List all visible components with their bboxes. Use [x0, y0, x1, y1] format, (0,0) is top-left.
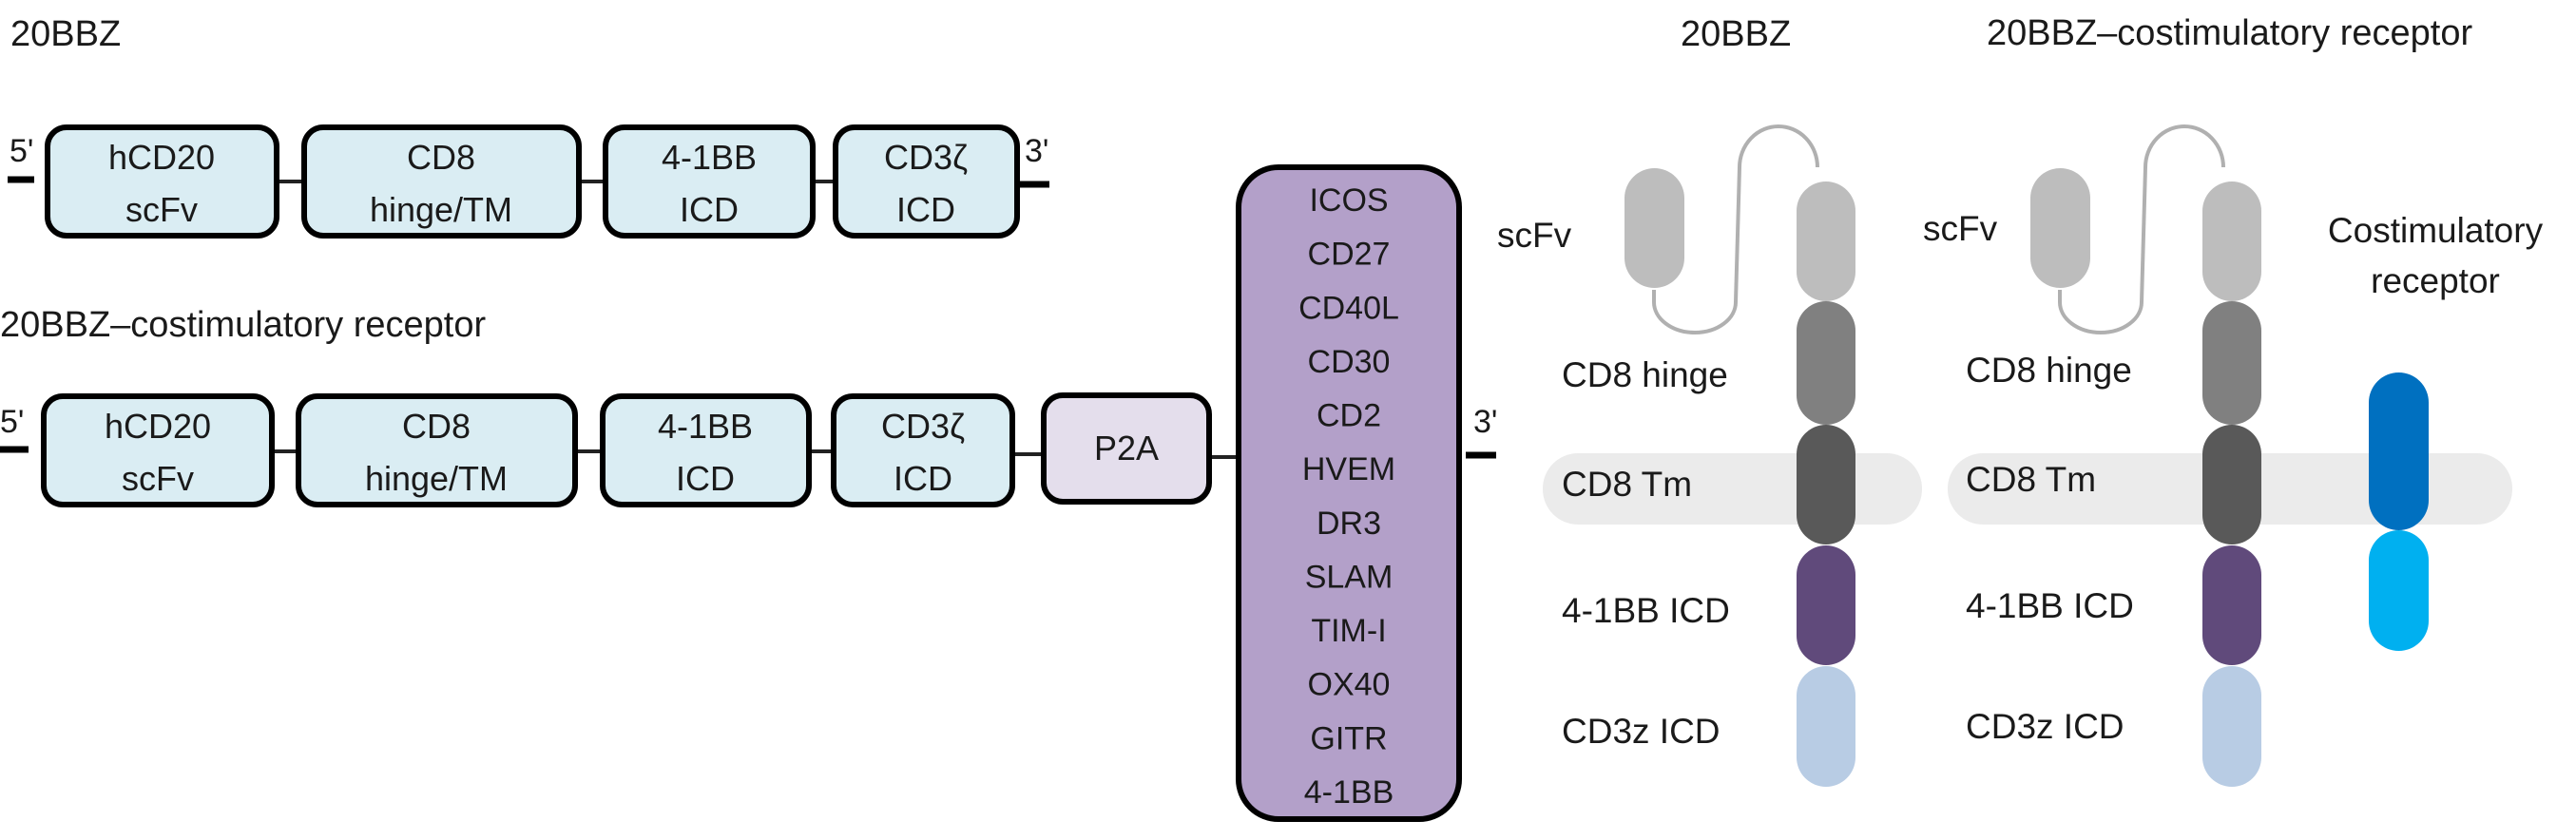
gene-box-p2a: P2A	[1041, 392, 1212, 505]
five-prime-label: 5'	[0, 404, 24, 440]
costim-option-item: CD40L	[1298, 290, 1399, 326]
scfv-vh-domain	[2202, 181, 2261, 301]
construct-20bbz-costim: 20BBZ–costimulatory receptor 5' hCD20 sc…	[0, 164, 1497, 822]
box-label: 4-1BB	[658, 407, 753, 446]
box-label: hinge/TM	[370, 190, 512, 229]
cd8-tm-domain	[2202, 425, 2261, 544]
gene-box-hcd20-scfv: hCD20 scFv	[41, 393, 275, 507]
scfv-vl-domain	[2030, 168, 2090, 288]
costim-option-item: CD30	[1308, 344, 1391, 380]
cd8-hinge-label: CD8 hinge	[1562, 355, 1728, 394]
41bb-icd-domain	[1797, 545, 1855, 665]
box-label: ICD	[894, 459, 952, 498]
cd3z-icd-domain	[2202, 666, 2261, 787]
construct-20bbz: 20BBZ 5' hCD20 scFv CD8 hinge/TM 4-1BB I…	[8, 14, 1049, 239]
scfv-label: scFv	[1923, 209, 1998, 248]
box-label: hCD20	[105, 407, 211, 446]
cd8-tm-label: CD8 Tm	[1966, 460, 2096, 499]
box-label: hinge/TM	[365, 459, 508, 498]
box-label: ICD	[680, 190, 739, 229]
cd3z-icd-label: CD3z ICD	[1966, 707, 2124, 746]
costim-option-item: OX40	[1308, 667, 1391, 703]
41bb-icd-label: 4-1BB ICD	[1562, 591, 1730, 630]
costim-receptor-label-line1: Costimulatory	[2328, 211, 2544, 250]
box-label: CD3ζ	[884, 138, 968, 177]
box-label: ICD	[676, 459, 735, 498]
gene-box-cd3z-icd: CD3ζ ICD	[833, 124, 1020, 239]
box-label: CD8	[402, 407, 471, 446]
scfv-vh-domain	[1797, 181, 1855, 301]
box-label: CD3ζ	[881, 407, 965, 446]
three-prime-label: 3'	[1025, 133, 1048, 169]
41bb-icd-label: 4-1BB ICD	[1966, 586, 2134, 625]
costim-option-item: HVEM	[1302, 451, 1395, 487]
construct-title: 20BBZ	[10, 14, 121, 54]
box-label: 4-1BB	[662, 138, 757, 177]
41bb-icd-domain	[2202, 545, 2261, 665]
box-label: ICD	[896, 190, 955, 229]
costim-option-item: 4-1BB	[1304, 774, 1394, 811]
cd8-tm-domain	[1797, 425, 1855, 544]
three-prime-label: 3'	[1473, 404, 1497, 440]
box-label: scFv	[125, 190, 198, 229]
scfv-label: scFv	[1497, 216, 1572, 255]
costim-receptor-extracellular-tm	[2369, 372, 2429, 530]
costim-receptor-label-line2: receptor	[2371, 261, 2500, 300]
gene-box-cd8-hinge-tm: CD8 hinge/TM	[301, 124, 582, 239]
cd8-hinge-label: CD8 hinge	[1966, 351, 2132, 390]
box-label: hCD20	[108, 138, 215, 177]
costim-receptor-icd	[2369, 530, 2429, 651]
cd3z-icd-domain	[1797, 666, 1855, 787]
gene-box-cd3z-icd: CD3ζ ICD	[831, 393, 1015, 507]
costim-option-item: SLAM	[1305, 559, 1394, 595]
box-label: CD8	[407, 138, 475, 177]
cd3z-icd-label: CD3z ICD	[1562, 712, 1721, 751]
five-prime-label: 5'	[10, 133, 33, 169]
gene-box-41bb-icd: 4-1BB ICD	[603, 124, 816, 239]
scfv-vl-domain	[1624, 168, 1684, 288]
schematic-title: 20BBZ–costimulatory receptor	[1987, 13, 2472, 53]
schematic-20bbz: 20BBZ scFv CD8 hinge CD8 Tm 4-1BB ICD CD…	[1497, 14, 1922, 787]
costim-option-item: CD2	[1317, 398, 1381, 434]
construct-title: 20BBZ–costimulatory receptor	[0, 305, 486, 345]
schematic-20bbz-costim: 20BBZ–costimulatory receptor scFv CD8 hi…	[1923, 13, 2544, 787]
gene-box-hcd20-scfv: hCD20 scFv	[45, 124, 279, 239]
scfv-linker	[1652, 124, 1819, 334]
box-label: scFv	[122, 459, 194, 498]
cd8-tm-label: CD8 Tm	[1562, 465, 1692, 504]
scfv-linker	[2058, 124, 2225, 334]
costim-option-item: GITR	[1310, 720, 1387, 756]
gene-box-41bb-icd: 4-1BB ICD	[600, 393, 812, 507]
costim-option-item: TIM-I	[1311, 613, 1386, 649]
costim-option-item: CD27	[1308, 237, 1391, 273]
cd8-hinge-domain	[2202, 301, 2261, 425]
box-label: P2A	[1094, 429, 1159, 468]
costim-option-item: DR3	[1317, 506, 1381, 542]
gene-box-cd8-hinge-tm: CD8 hinge/TM	[296, 393, 578, 507]
cd8-hinge-domain	[1797, 301, 1855, 425]
schematic-title: 20BBZ	[1681, 14, 1791, 54]
costim-option-item: ICOS	[1309, 182, 1388, 219]
